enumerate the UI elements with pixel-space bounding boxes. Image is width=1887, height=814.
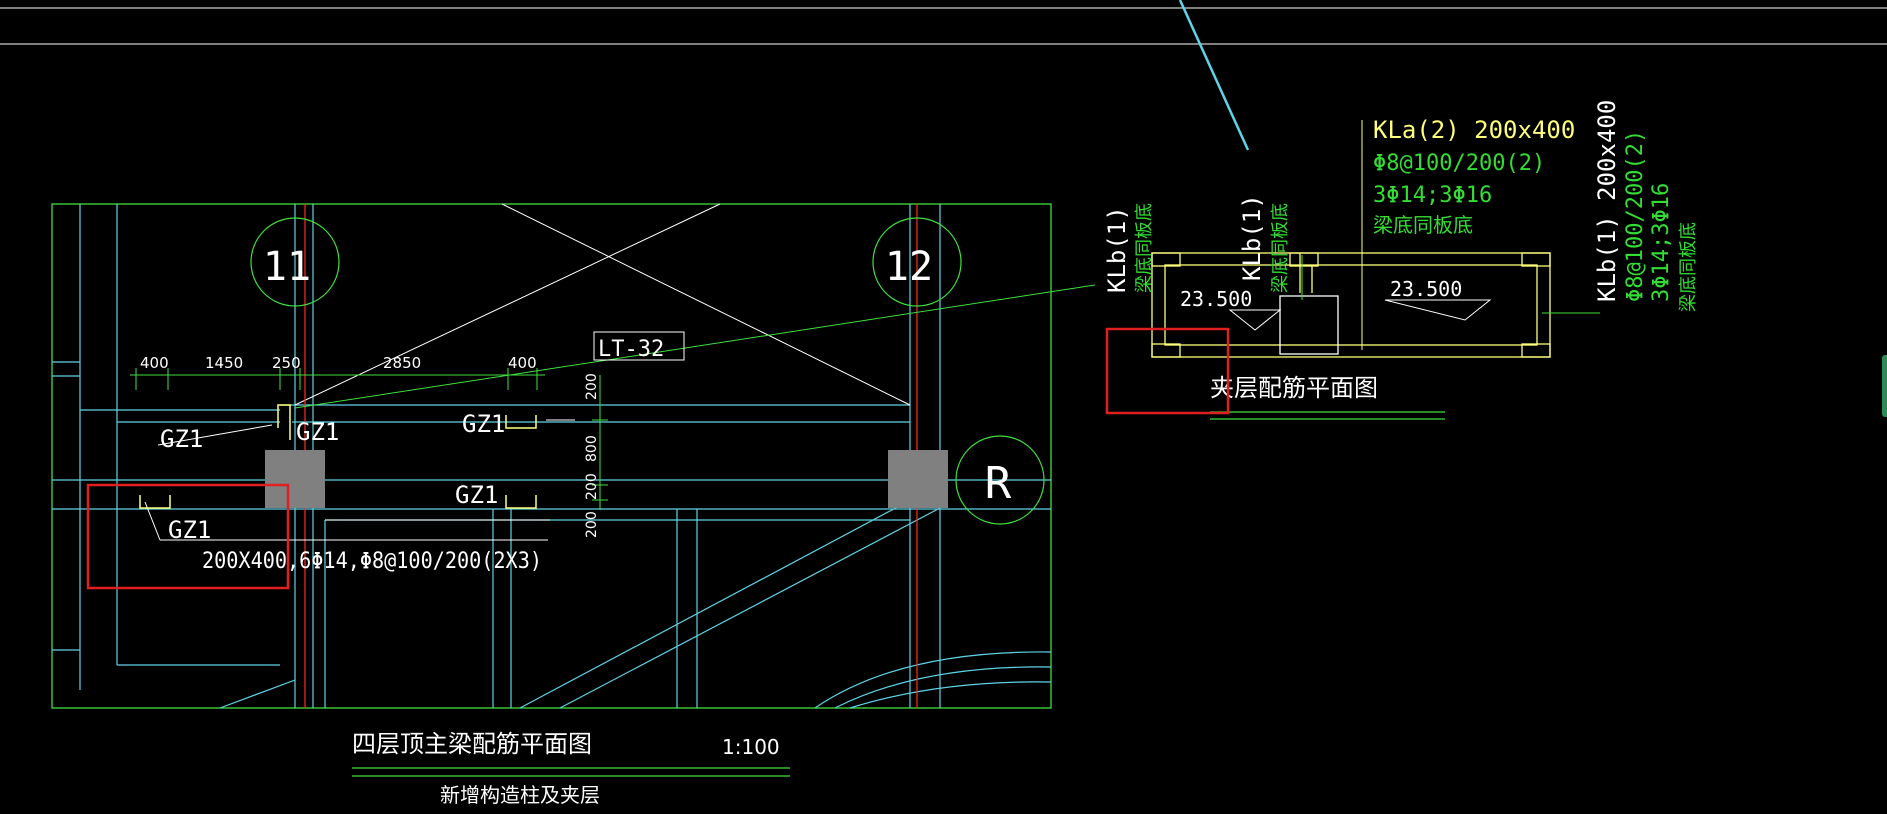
vertical-dimension-line: [592, 375, 608, 510]
stair-lines: [294, 203, 911, 521]
kla-rebar: 3Φ14;3Φ16: [1373, 183, 1492, 208]
klb2-name: KLb(1): [1238, 194, 1266, 281]
main-plan: 11 12 R 400 1450: [51, 203, 1096, 709]
gz1-leader-5: [144, 501, 161, 541]
gz1-leader-2: [157, 424, 273, 446]
lt32-tag-box: [593, 331, 685, 361]
axis-label-11: 11: [263, 244, 311, 290]
highlight-box-plan: [86, 483, 290, 590]
plan-border: [51, 203, 1052, 709]
elevation-right: 23.500: [1390, 277, 1462, 301]
klb3-rebar: 3Φ14;3Φ16: [1649, 183, 1674, 302]
mezz-beam-outline: [1151, 252, 1551, 358]
gz1-label-5: GZ1: [168, 516, 211, 544]
dim-1450: 1450: [205, 354, 243, 372]
klb3-note: 梁底同板底: [1678, 222, 1699, 312]
axis-bubble-12: 12: [872, 217, 962, 307]
gz1-label-2: GZ1: [160, 425, 203, 453]
gz1-label-3: GZ1: [462, 410, 505, 438]
mezz-column: [1279, 295, 1339, 355]
top-rule-lines: [0, 7, 1887, 45]
mezzanine-detail: 23.500 23.500 KLa(2) 200x400 Φ8@100/200(…: [1103, 100, 1699, 420]
klb3-name: KLb(1) 200x400: [1593, 100, 1621, 302]
plan-scale: 1:100: [722, 735, 780, 759]
highlight-box-mezz: [1105, 327, 1230, 415]
dim-2850: 2850: [383, 354, 421, 372]
dim-400-right: 400: [508, 354, 537, 372]
dim-400-left: 400: [140, 354, 169, 372]
plan-to-mezz-leader: [294, 284, 1096, 409]
gz1-label-1: GZ1: [296, 418, 339, 446]
plan-title-block: 四层顶主梁配筋平面图 1:100 新增构造柱及夹层: [352, 730, 790, 807]
axis-label-12: 12: [885, 244, 933, 290]
leader-line-cyan: [1178, 0, 1250, 151]
lt32-tag: LT-32: [598, 337, 664, 362]
elevation-triangle-right: [1384, 299, 1492, 321]
plan-subtitle: 新增构造柱及夹层: [440, 783, 600, 807]
gz1-symbols: [139, 404, 537, 509]
kla-note: 梁底同板底: [1373, 213, 1473, 237]
klb3-stirrup: Φ8@100/200(2): [1623, 130, 1648, 302]
axis-bubble-r: R: [955, 435, 1045, 525]
kla-name: KLa(2) 200x400: [1373, 116, 1575, 144]
column-axis-11: [265, 450, 325, 508]
side-panel-tab[interactable]: [1882, 355, 1887, 417]
column-spec: 200X400,6Φ14,Φ8@100/200(2X3): [202, 549, 542, 574]
dim-250: 250: [272, 354, 301, 372]
klb1-note: 梁底同板底: [1134, 203, 1155, 293]
dim-v200-top: 200: [584, 373, 600, 400]
klb1-name: KLb(1): [1103, 206, 1131, 293]
dim-v200-mid: 200: [584, 473, 600, 500]
column-axis-12: [888, 450, 948, 508]
mezz-title: 夹层配筋平面图: [1210, 374, 1378, 402]
dim-v200-bottom: 200: [584, 511, 600, 538]
elevation-left: 23.500: [1180, 287, 1252, 311]
elevation-triangle-left: [1228, 309, 1282, 331]
plan-title: 四层顶主梁配筋平面图: [352, 730, 592, 758]
top-dimension-line: [130, 368, 545, 390]
klb2-note: 梁底同板底: [1270, 203, 1291, 293]
dim-v800: 800: [584, 435, 600, 462]
axis-label-r: R: [985, 458, 1012, 509]
axis-bubble-11: 11: [250, 217, 340, 307]
kla-stirrup: Φ8@100/200(2): [1373, 151, 1545, 176]
gz1-label-4: GZ1: [455, 481, 498, 509]
